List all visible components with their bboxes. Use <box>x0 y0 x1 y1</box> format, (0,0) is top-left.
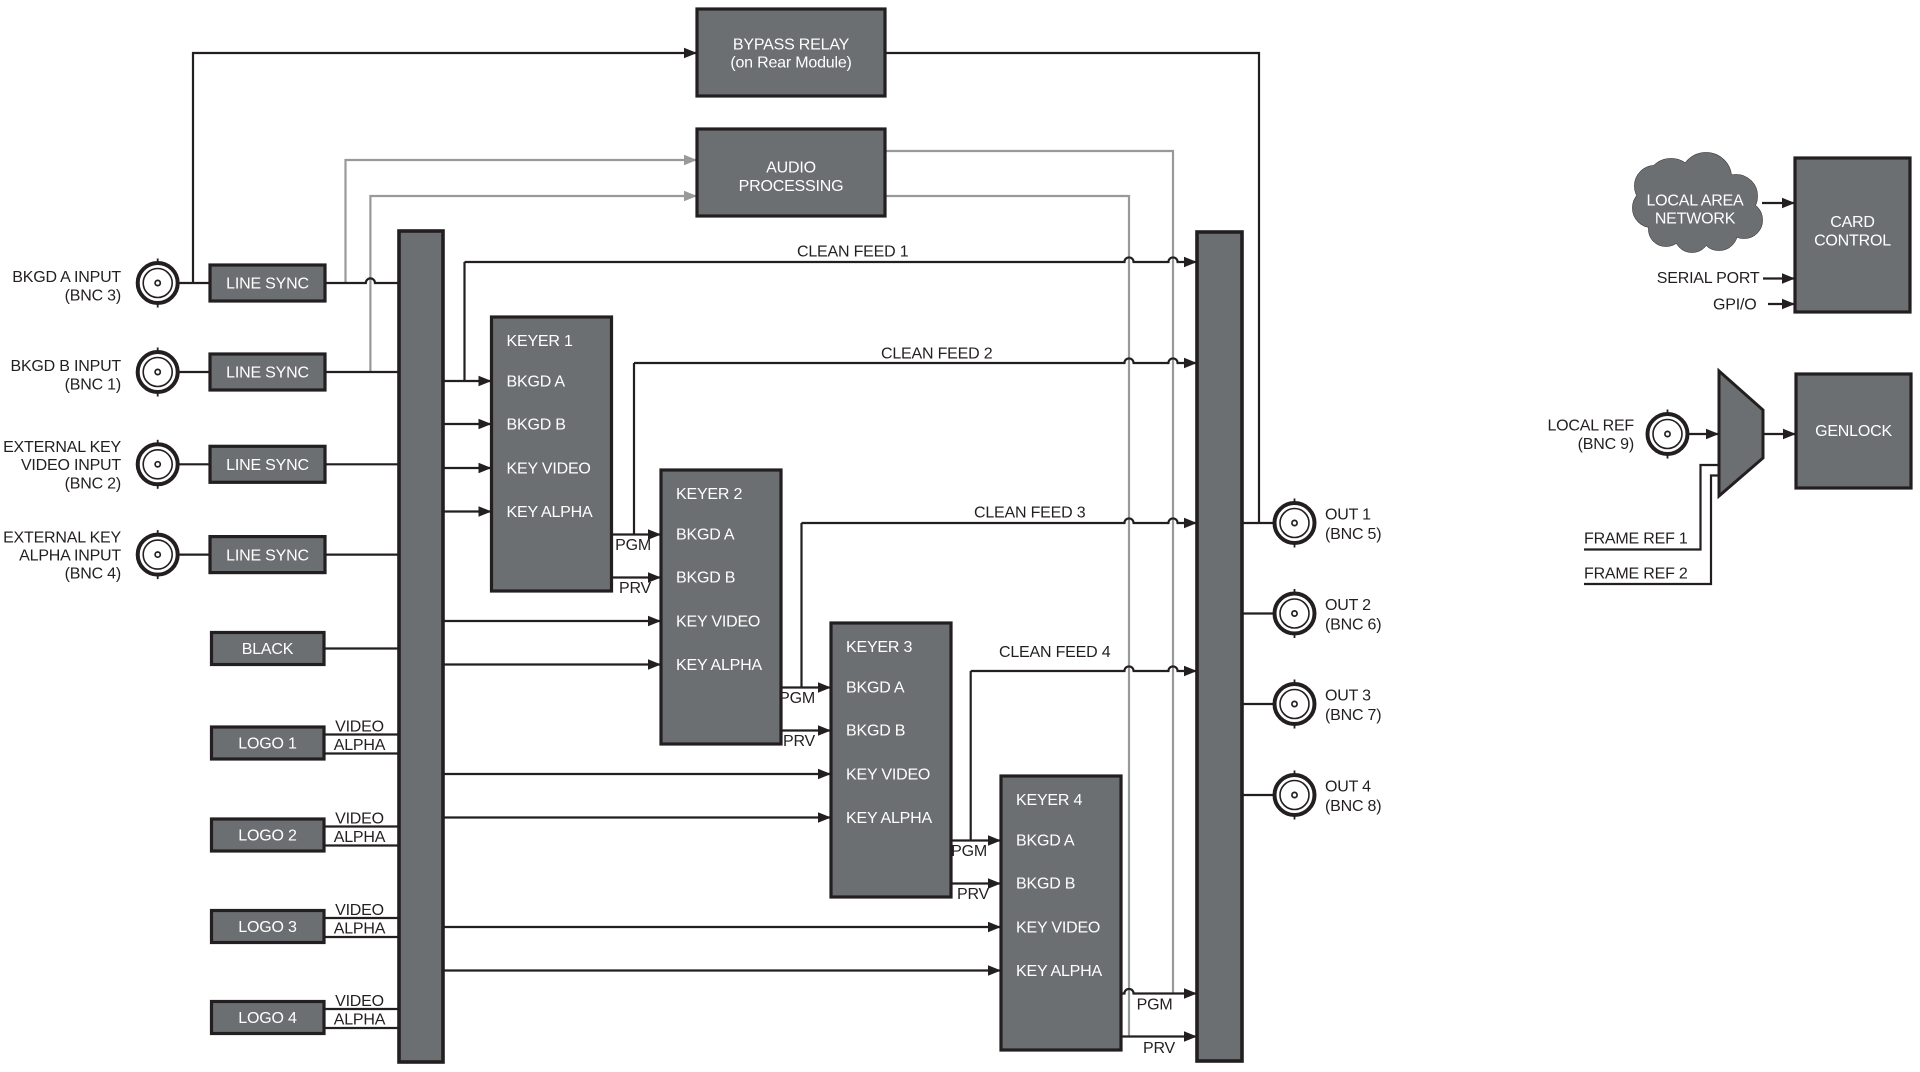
svg-text:ALPHA: ALPHA <box>334 829 386 846</box>
svg-text:VIDEO: VIDEO <box>335 993 384 1010</box>
svg-text:AUDIO: AUDIO <box>766 160 816 177</box>
svg-text:OUT 2: OUT 2 <box>1325 597 1371 614</box>
svg-text:EXTERNAL KEY: EXTERNAL KEY <box>3 530 121 547</box>
svg-text:KEY VIDEO: KEY VIDEO <box>1016 920 1100 937</box>
svg-text:BKGD A INPUT: BKGD A INPUT <box>12 269 121 286</box>
svg-text:KEY VIDEO: KEY VIDEO <box>507 461 591 478</box>
svg-text:VIDEO: VIDEO <box>335 811 384 828</box>
svg-text:CLEAN FEED 3: CLEAN FEED 3 <box>974 505 1086 522</box>
svg-text:OUT 1: OUT 1 <box>1325 507 1371 524</box>
svg-text:NETWORK: NETWORK <box>1655 211 1736 228</box>
svg-text:PRV: PRV <box>1143 1040 1176 1057</box>
svg-text:KEY VIDEO: KEY VIDEO <box>676 614 760 631</box>
svg-text:(BNC 9): (BNC 9) <box>1578 436 1634 453</box>
svg-text:(on Rear Module): (on Rear Module) <box>730 55 851 72</box>
svg-text:KEYER 4: KEYER 4 <box>1016 792 1082 809</box>
svg-text:BKGD A: BKGD A <box>676 527 735 544</box>
svg-text:KEY ALPHA: KEY ALPHA <box>676 657 762 674</box>
svg-text:PRV: PRV <box>619 580 652 597</box>
svg-text:ALPHA: ALPHA <box>334 1012 386 1029</box>
svg-text:(BNC 4): (BNC 4) <box>65 566 121 583</box>
svg-text:VIDEO: VIDEO <box>335 902 384 919</box>
svg-text:PROCESSING: PROCESSING <box>739 178 844 195</box>
svg-text:(BNC 3): (BNC 3) <box>65 288 121 305</box>
svg-text:BKGD B: BKGD B <box>1016 876 1075 893</box>
svg-text:KEY VIDEO: KEY VIDEO <box>846 767 930 784</box>
svg-text:FRAME REF 2: FRAME REF 2 <box>1584 566 1688 583</box>
svg-text:BLACK: BLACK <box>242 641 294 658</box>
svg-text:(BNC 5): (BNC 5) <box>1325 526 1381 543</box>
svg-text:PGM: PGM <box>1137 997 1173 1014</box>
svg-text:(BNC 6): (BNC 6) <box>1325 617 1381 634</box>
svg-text:BYPASS RELAY: BYPASS RELAY <box>733 37 850 54</box>
svg-text:VIDEO: VIDEO <box>335 719 384 736</box>
svg-text:KEY ALPHA: KEY ALPHA <box>507 504 593 521</box>
svg-text:BKGD A: BKGD A <box>507 374 566 391</box>
svg-text:ALPHA: ALPHA <box>334 921 386 938</box>
svg-text:LINE SYNC: LINE SYNC <box>226 547 309 564</box>
svg-text:BKGD B: BKGD B <box>676 570 735 587</box>
svg-text:LOGO 1: LOGO 1 <box>238 736 297 753</box>
svg-text:LINE SYNC: LINE SYNC <box>226 457 309 474</box>
svg-text:LOCAL AREA: LOCAL AREA <box>1646 193 1744 210</box>
svg-text:BKGD B: BKGD B <box>507 417 566 434</box>
svg-text:LOGO 3: LOGO 3 <box>238 919 297 936</box>
svg-text:(BNC 8): (BNC 8) <box>1325 798 1381 815</box>
svg-text:LOGO 2: LOGO 2 <box>238 828 297 845</box>
svg-text:KEYER 2: KEYER 2 <box>676 486 742 503</box>
svg-text:KEYER 1: KEYER 1 <box>507 333 573 350</box>
svg-text:LOGO 4: LOGO 4 <box>238 1010 297 1027</box>
svg-text:OUT 3: OUT 3 <box>1325 688 1371 705</box>
svg-text:VIDEO INPUT: VIDEO INPUT <box>21 457 121 474</box>
svg-text:PGM: PGM <box>951 843 987 860</box>
svg-text:OUT 4: OUT 4 <box>1325 779 1371 796</box>
svg-text:BKGD A: BKGD A <box>1016 833 1075 850</box>
svg-text:PRV: PRV <box>957 886 990 903</box>
svg-text:CLEAN FEED 2: CLEAN FEED 2 <box>881 346 993 363</box>
svg-text:GENLOCK: GENLOCK <box>1815 423 1892 440</box>
svg-text:GPI/O: GPI/O <box>1713 297 1756 314</box>
svg-text:SERIAL PORT: SERIAL PORT <box>1657 270 1760 287</box>
svg-text:ALPHA: ALPHA <box>334 737 386 754</box>
svg-text:CLEAN FEED 1: CLEAN FEED 1 <box>797 244 909 261</box>
svg-text:KEY ALPHA: KEY ALPHA <box>1016 963 1102 980</box>
svg-text:LINE SYNC: LINE SYNC <box>226 365 309 382</box>
svg-text:(BNC 2): (BNC 2) <box>65 476 121 493</box>
svg-text:PGM: PGM <box>779 690 815 707</box>
svg-text:ALPHA INPUT: ALPHA INPUT <box>19 548 121 565</box>
svg-text:LINE SYNC: LINE SYNC <box>226 276 309 293</box>
svg-text:CONTROL: CONTROL <box>1814 233 1891 250</box>
svg-text:BKGD A: BKGD A <box>846 680 905 697</box>
svg-text:(BNC 1): (BNC 1) <box>65 377 121 394</box>
svg-text:LOCAL REF: LOCAL REF <box>1547 418 1634 435</box>
svg-text:KEYER 3: KEYER 3 <box>846 639 912 656</box>
svg-text:KEY ALPHA: KEY ALPHA <box>846 810 932 827</box>
svg-text:(BNC 7): (BNC 7) <box>1325 707 1381 724</box>
svg-text:FRAME REF 1: FRAME REF 1 <box>1584 531 1688 548</box>
svg-text:CLEAN FEED 4: CLEAN FEED 4 <box>999 644 1111 661</box>
svg-text:EXTERNAL KEY: EXTERNAL KEY <box>3 439 121 456</box>
svg-text:PGM: PGM <box>615 537 651 554</box>
svg-text:BKGD B INPUT: BKGD B INPUT <box>10 358 121 375</box>
svg-text:PRV: PRV <box>783 733 816 750</box>
svg-text:BKGD B: BKGD B <box>846 723 905 740</box>
svg-text:CARD: CARD <box>1830 214 1875 231</box>
